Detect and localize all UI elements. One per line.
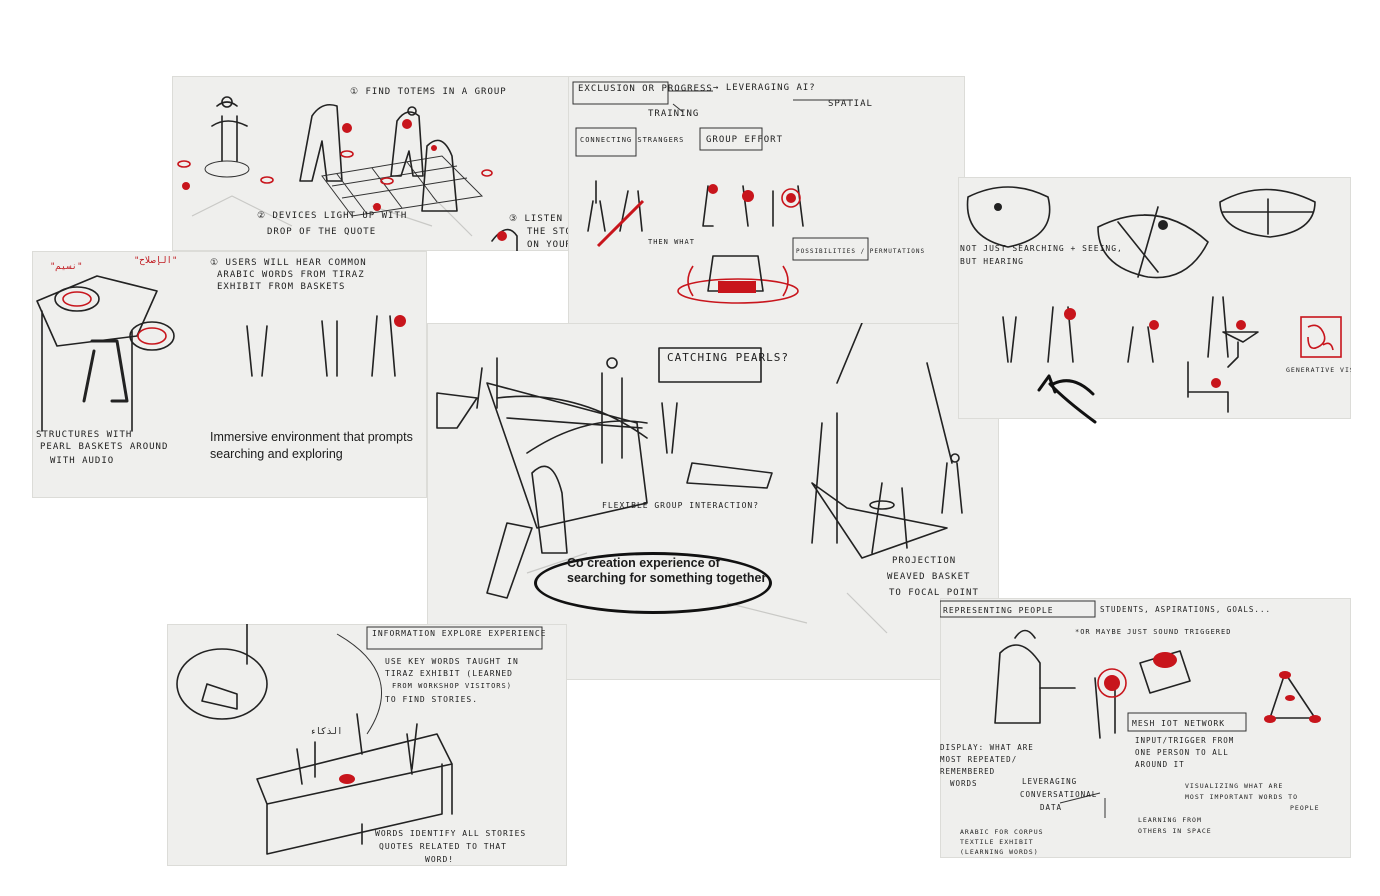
note-on-device: ON YOUR DEVICE <box>527 240 572 250</box>
note-connecting-strangers: CONNECTING STRANGERS <box>580 136 684 144</box>
note-catching: CATCHING PEARLS? <box>667 351 789 364</box>
note-drop-quote: DROP OF THE QUOTE <box>267 227 376 237</box>
note-flexible-group: FLEXIBLE GROUP INTERACTION? <box>602 501 759 510</box>
note-sound-triggered: *OR MAYBE JUST SOUND TRIGGERED <box>1075 628 1231 636</box>
note-weaved-basket: WEAVED BASKET <box>887 572 970 582</box>
caption-immersive: Immersive environment that prompts searc… <box>210 430 413 461</box>
note-representing-people: REPRESENTING PEOPLE <box>943 606 1054 615</box>
note-input-trigger: INPUT/TRIGGER FROM <box>1135 736 1234 745</box>
note-most-repeated: MOST REPEATED/ <box>940 755 1017 764</box>
note-people: PEOPLE <box>1290 804 1319 812</box>
note-around-it: AROUND IT <box>1135 760 1185 769</box>
sketch-hearing: NOT JUST SEARCHING + SEEING, BUT HEARING… <box>958 177 1351 419</box>
note-important-words: MOST IMPORTANT WORDS TO <box>1185 793 1298 801</box>
note-listen: ③ LISTEN TO <box>509 214 572 224</box>
note-then-what: THEN WHAT <box>648 238 695 246</box>
note-textile: TEXTILE EXHIBIT <box>960 838 1034 846</box>
caption-cocreation: Co creation experience of searching for … <box>567 556 767 585</box>
note-spatial: SPATIAL <box>828 99 873 109</box>
note-quotes-related: QUOTES RELATED TO THAT <box>379 842 507 851</box>
note-arabic-corpus: ARABIC FOR CORPUS <box>960 828 1044 836</box>
note-pearl-baskets: PEARL BASKETS AROUND <box>40 442 168 452</box>
note-exclusion: EXCLUSION OR PROGRESS <box>578 84 713 94</box>
note-arabic-word-2: "الإصلاح" <box>134 256 177 266</box>
note-structures: STRUCTURES WITH <box>36 430 132 440</box>
sketch-catching-pearls: CATCHING PEARLS? FLEXIBLE GROUP INTERACT… <box>427 323 999 680</box>
sketch-representing-people-drawing: REPRESENTING PEOPLE STUDENTS, ASPIRATION… <box>940 600 1321 856</box>
note-leveraging-ai: → LEVERAGING AI? <box>713 83 816 93</box>
note-projection: PROJECTION <box>892 556 956 566</box>
note-words: WORDS <box>950 779 978 788</box>
sketch-pearl-baskets-drawing: "نسيم" "الإصلاح" ① USERS WILL HEAR COMMO… <box>36 256 406 466</box>
note-arabic-word-1: "نسيم" <box>50 262 83 272</box>
note-word: WORD! <box>425 855 454 864</box>
caption-cocreation-oval <box>534 552 772 614</box>
note-others-space: OTHERS IN SPACE <box>1138 827 1212 835</box>
note-leveraging: LEVERAGING <box>1022 777 1077 786</box>
note-generative: GENERATIVE VISUALIZER <box>1286 366 1351 374</box>
sketch-find-totems-drawing: ① FIND TOTEMS IN A GROUP ② DEVICES LIGHT… <box>177 87 572 251</box>
note-one-person: ONE PERSON TO ALL <box>1135 748 1229 757</box>
return-arrow-icon <box>1037 374 1097 424</box>
note-arabic-word: الذكاء <box>310 727 343 737</box>
note-tiraz-learned: TIRAZ EXHIBIT (LEARNED <box>385 669 513 678</box>
note-not-just-searching: NOT JUST SEARCHING + SEEING, <box>960 244 1123 253</box>
note-learning-from: LEARNING FROM <box>1138 816 1202 824</box>
sketch-group-effort-drawing: EXCLUSION OR PROGRESS → LEVERAGING AI? T… <box>572 81 925 304</box>
note-words-identify: WORDS IDENTIFY ALL STORIES <box>375 829 526 838</box>
note-focal-point: TO FOCAL POINT <box>889 588 979 598</box>
sketch-catching-pearls-drawing: CATCHING PEARLS? FLEXIBLE GROUP INTERACT… <box>436 323 979 634</box>
sketch-representing-people: REPRESENTING PEOPLE STUDENTS, ASPIRATION… <box>940 598 1351 858</box>
sketch-information-explore: INFORMATION EXPLORE EXPERIENCE USE KEY W… <box>167 624 567 866</box>
note-use-key-words: USE KEY WORDS TAUGHT IN <box>385 657 519 666</box>
sketch-pearl-baskets: "نسيم" "الإصلاح" ① USERS WILL HEAR COMMO… <box>32 251 427 498</box>
note-devices-light: ② DEVICES LIGHT UP WITH <box>257 211 407 221</box>
note-students: STUDENTS, ASPIRATIONS, GOALS... <box>1100 605 1271 614</box>
sketch-information-explore-drawing: INFORMATION EXPLORE EXPERIENCE USE KEY W… <box>176 624 547 864</box>
note-training: TRAINING <box>648 109 699 119</box>
note-but-hearing: BUT HEARING <box>960 257 1024 266</box>
note-arabic-tiraz: ARABIC WORDS FROM TIRAZ <box>217 270 365 280</box>
note-group-effort: GROUP EFFORT <box>706 135 783 145</box>
sketch-find-totems: ① FIND TOTEMS IN A GROUP ② DEVICES LIGHT… <box>172 76 572 251</box>
note-info-explore: INFORMATION EXPLORE EXPERIENCE <box>372 629 547 638</box>
note-from-workshop: FROM WORKSHOP VISITORS) <box>392 682 512 690</box>
note-conversational: CONVERSATIONAL <box>1020 790 1097 799</box>
note-hear-words: ① USERS WILL HEAR COMMON <box>210 258 367 268</box>
note-data: DATA <box>1040 803 1062 812</box>
note-find-stories: TO FIND STORIES. <box>385 695 478 704</box>
sketch-hearing-drawing: NOT JUST SEARCHING + SEEING, BUT HEARING… <box>960 186 1351 413</box>
note-with-audio: WITH AUDIO <box>50 456 114 466</box>
sketch-group-effort: EXCLUSION OR PROGRESS → LEVERAGING AI? T… <box>568 76 965 324</box>
note-mesh-iot: MESH IOT NETWORK <box>1132 719 1225 728</box>
note-the-story: THE STORY <box>527 227 572 237</box>
note-from-baskets: EXHIBIT FROM BASKETS <box>217 282 345 292</box>
note-find-totems: ① FIND TOTEMS IN A GROUP <box>350 87 507 97</box>
note-remembered: REMEMBERED <box>940 767 995 776</box>
note-learning-words: (LEARNING WORDS) <box>960 848 1039 856</box>
note-visualizing: VISUALIZING WHAT ARE <box>1185 782 1283 790</box>
note-display: DISPLAY: WHAT ARE <box>940 743 1034 752</box>
note-possibilities: POSSIBILITIES / PERMUTATIONS <box>796 248 925 255</box>
